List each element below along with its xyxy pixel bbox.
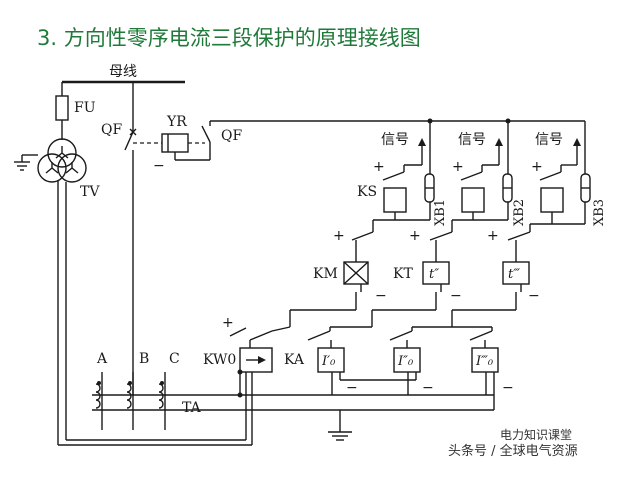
kt-minus-1: −: [450, 288, 462, 304]
ka-minus-3: −: [502, 380, 514, 396]
qf-switch: [124, 131, 134, 151]
svg-text:+: +: [452, 159, 464, 175]
kt-label: KT: [393, 266, 413, 282]
signal-arrow-icon-3: [573, 138, 581, 165]
tv-transformer: [37, 138, 87, 183]
signal-label-2: 信号: [458, 132, 486, 148]
svg-text:t″: t″: [429, 267, 439, 282]
kw0-directional-relay: [239, 347, 273, 445]
watermark-brand: 电力知识课堂: [500, 428, 573, 442]
ta-label: TA: [182, 400, 202, 416]
ka-minus-1: −: [346, 380, 358, 396]
km-relay: [343, 250, 369, 292]
qf-right-label: QF: [221, 128, 242, 144]
svg-text:I‴₀: I‴₀: [475, 354, 494, 369]
ta-current-transformers: [95, 381, 164, 409]
signal-arrow-icon-1: [418, 138, 426, 165]
svg-text:+: +: [531, 159, 543, 175]
ka-relay-3: I‴₀: [471, 340, 499, 373]
fu-label: FU: [74, 100, 96, 116]
kt-minus-2: −: [528, 288, 540, 304]
km-label: KM: [313, 266, 338, 282]
qf-aux-contact: [201, 125, 211, 143]
xb3-label: XB3: [592, 199, 607, 226]
fuse-fu: [55, 95, 69, 121]
km-contact-plus: +: [333, 228, 345, 244]
kt-relay-2: t″: [422, 250, 450, 292]
kw0-label: KW0: [203, 352, 236, 368]
kt-contact-plus-1: +: [409, 228, 421, 244]
page-title: 3. 方向性零序电流三段保护的原理接线图: [37, 26, 421, 50]
ks-signal-relay-3: +: [531, 121, 591, 224]
ka-minus-2: −: [422, 380, 434, 396]
xb2-label: XB2: [512, 199, 527, 226]
phase-a-label: A: [96, 351, 108, 367]
svg-text:I″₀: I″₀: [397, 354, 414, 369]
xb1-label: XB1: [433, 199, 448, 226]
signal-label-3: 信号: [535, 132, 563, 148]
qf-left-label: QF: [101, 122, 122, 138]
ka-relay-1: I′₀: [317, 340, 345, 373]
svg-text:+: +: [373, 159, 385, 175]
watermark: 电力知识课堂 头条号 / 全球电气资源: [448, 428, 578, 459]
yr-trip-coil: [161, 133, 189, 153]
km-minus: −: [375, 288, 387, 304]
ks-signal-relay-1: +: [373, 121, 435, 220]
svg-text:I′₀: I′₀: [321, 354, 336, 369]
ka-relay-2: I″₀: [393, 340, 421, 373]
busbar-label: 母线: [109, 64, 137, 80]
kw0-plus: +: [222, 315, 234, 331]
ks-label: KS: [357, 184, 377, 200]
svg-text:t‴: t‴: [508, 267, 520, 282]
phase-b-label: B: [139, 351, 149, 367]
phase-c-label: C: [169, 351, 180, 367]
ks-signal-relay-2: +: [452, 121, 513, 220]
watermark-text: 头条号 / 全球电气资源: [448, 444, 578, 459]
kt-relay-3: t‴: [502, 250, 530, 292]
signal-label-1: 信号: [381, 132, 409, 148]
yr-label: YR: [166, 114, 187, 130]
kt-contact-plus-2: +: [487, 228, 499, 244]
signal-arrow-icon-2: [495, 138, 503, 165]
ka-label: KA: [284, 352, 305, 368]
yr-minus: −: [153, 158, 165, 174]
tv-label: TV: [80, 184, 100, 200]
